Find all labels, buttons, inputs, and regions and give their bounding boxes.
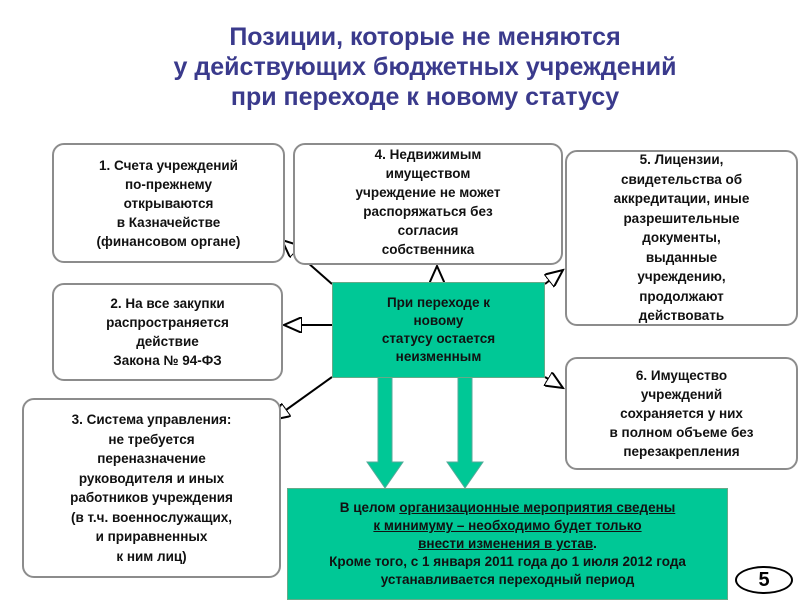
text-line: Закона № 94-ФЗ — [113, 353, 222, 368]
text-line: 3. Система управления: — [71, 412, 232, 427]
title-line: при переходе к новому статусу — [230, 83, 620, 111]
center-box: При переходе к новому статусу остается неиз… — [332, 282, 545, 378]
text-line: учреждение не может — [355, 185, 501, 200]
text-line: 4. Недвижимым — [374, 147, 482, 162]
box-accounts: 1. Счета учреждений по-прежнему открываютс… — [52, 143, 285, 263]
text-line: (финансовом органе) — [96, 233, 241, 249]
text-line: продолжают — [639, 288, 724, 304]
text-line: разрешительные — [623, 210, 740, 226]
summary-box: В целом организационные мероприятия свед… — [287, 488, 728, 600]
text-span: В целом — [339, 500, 400, 515]
text-line: новому — [413, 313, 464, 328]
text-line: имуществом — [385, 166, 471, 181]
text-line: к ним лиц) — [116, 548, 187, 564]
text-line: сохраняется у них — [620, 406, 743, 421]
text-line: внести изменения в устав. — [418, 535, 597, 553]
text-line: 2. На все закупки — [110, 296, 225, 311]
text-line: Кроме того, с 1 января 2011 года до 1 ию… — [329, 554, 686, 569]
text-line: согласия — [397, 223, 459, 238]
text-line: В целом организационные мероприятия свед… — [340, 499, 676, 517]
text-line: по-прежнему — [125, 176, 212, 192]
text-line: 1. Счета учреждений — [99, 157, 238, 173]
text-line: устанавливается переходный период — [380, 572, 635, 587]
text-line: не требуется — [108, 431, 195, 447]
text-line: При переходе к — [386, 295, 491, 310]
text-line: действие — [136, 334, 199, 349]
text-line: в Казначействе — [116, 214, 221, 230]
text-line: неизменным — [395, 349, 482, 364]
text-line: документы, — [642, 230, 721, 246]
text-line: учреждений — [640, 387, 723, 402]
page-number: 5 — [735, 566, 793, 594]
box-licenses: 5. Лицензии, свидетельства об аккредитации… — [565, 150, 798, 326]
text-span: внести изменения в устав — [418, 536, 594, 551]
box-procurement: 2. На все закупки распространяется действи… — [52, 283, 283, 381]
box-management: 3. Система управления: не требуется перена… — [22, 398, 281, 578]
text-line: выданные — [645, 249, 718, 265]
text-line: к минимуму – необходимо будет только — [373, 518, 642, 533]
text-line: (в т.ч. военнослужащих, — [70, 509, 233, 525]
arrow-to-box3 — [272, 376, 333, 420]
arrow-to-box6 — [545, 377, 563, 388]
text-line: работников учреждения — [70, 490, 233, 505]
box-property: 6. Имущество учреждений сохраняется у них в… — [565, 357, 798, 470]
text-line: открываются — [123, 195, 214, 211]
text-line: учреждению, — [637, 269, 726, 285]
text-line: распоряжаться без — [363, 204, 493, 219]
text-line: собственника — [381, 242, 475, 257]
text-line: перезакрепления — [623, 444, 740, 459]
text-line: статусу остается — [381, 331, 496, 346]
text-line: руководителя и иных — [78, 470, 225, 486]
title-line: Позиции, которые не меняются — [229, 23, 621, 51]
text-line: в полном объеме без — [609, 425, 754, 440]
down-arrow-right — [446, 376, 484, 489]
text-line: и приравненных — [95, 529, 208, 544]
text-line: действовать — [638, 308, 725, 324]
down-arrow-left — [366, 376, 404, 489]
arrow-to-box5 — [545, 270, 563, 284]
text-line: переназначение — [97, 451, 206, 466]
text-line: аккредитации, иные — [613, 191, 750, 207]
text-span: . — [593, 536, 597, 551]
box-real-estate: 4. Недвижимым имуществом учреждение не мож… — [293, 143, 563, 265]
text-line: распространяется — [106, 315, 229, 330]
text-line: 6. Имущество — [635, 368, 728, 383]
text-line: свидетельства об — [620, 171, 743, 187]
text-span: организационные мероприятия сведены — [399, 500, 676, 515]
title-line: у действующих бюджетных учреждений — [173, 53, 677, 81]
text-line: 5. Лицензии, — [639, 152, 724, 168]
slide-title: Позиции, которые не меняются у действующ… — [100, 22, 750, 112]
